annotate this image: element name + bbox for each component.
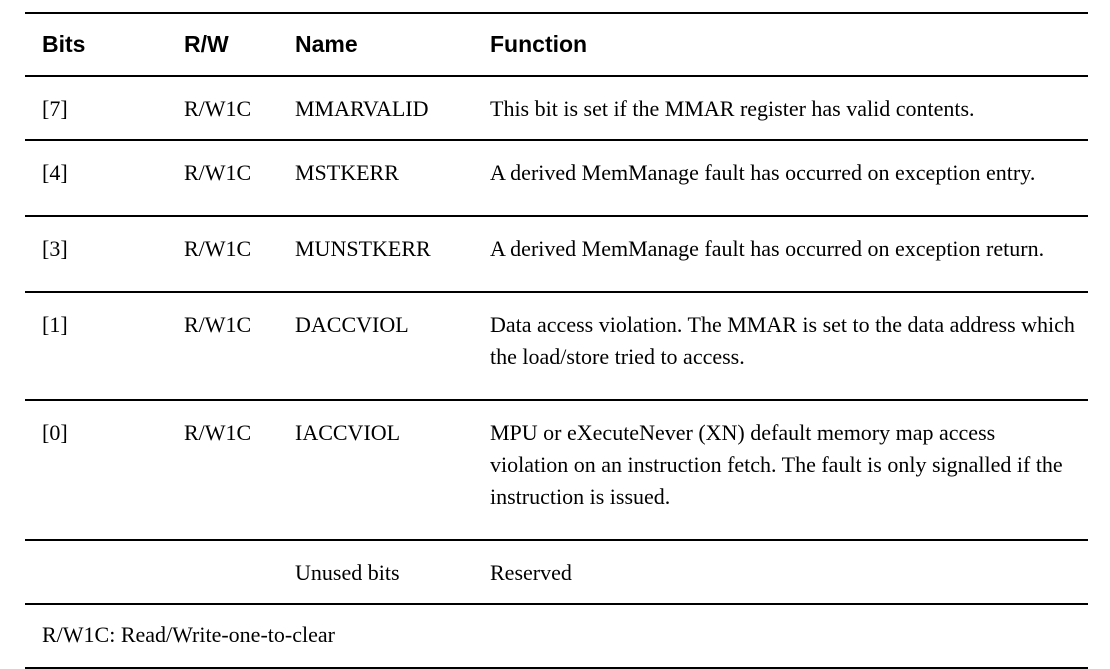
cell-function-value: Data access violation. The MMAR is set t… bbox=[490, 312, 1075, 369]
cell-function: MPU or eXecuteNever (XN) default memory … bbox=[473, 400, 1088, 541]
cell-bits-value: [0] bbox=[42, 420, 68, 445]
cell-name: MUNSTKERR bbox=[278, 216, 473, 293]
column-header-function-label: Function bbox=[490, 31, 588, 57]
cell-bits-value: [7] bbox=[42, 96, 68, 121]
cell-bits: [0] bbox=[25, 400, 167, 541]
cell-name: IACCVIOL bbox=[278, 400, 473, 541]
cell-name-value: IACCVIOL bbox=[295, 420, 401, 445]
cell-rw: R/W1C bbox=[167, 140, 278, 217]
table-row: [1] R/W1C DACCVIOL Data access violation… bbox=[25, 292, 1088, 401]
cell-name: Unused bits bbox=[278, 540, 473, 605]
cell-function-value: Reserved bbox=[490, 560, 572, 585]
cell-rw-value: R/W1C bbox=[184, 160, 252, 185]
cell-function-value: This bit is set if the MMAR register has… bbox=[490, 96, 975, 121]
cell-bits-value: [1] bbox=[42, 312, 68, 337]
cell-bits-value: [3] bbox=[42, 236, 68, 261]
cell-rw-value: R/W1C bbox=[184, 96, 252, 121]
cell-rw-value: R/W1C bbox=[184, 236, 252, 261]
cell-rw bbox=[167, 540, 278, 605]
table-body: [7] R/W1C MMARVALID This bit is set if t… bbox=[25, 76, 1088, 605]
column-header-name-label: Name bbox=[295, 31, 358, 57]
cell-rw-value bbox=[167, 557, 278, 558]
table-row: [7] R/W1C MMARVALID This bit is set if t… bbox=[25, 76, 1088, 141]
table-row: Unused bits Reserved bbox=[25, 540, 1088, 605]
register-bit-field-table: Bits R/W Name Function [7] R/W1C MMARVAL… bbox=[25, 12, 1088, 669]
cell-name-value: MSTKERR bbox=[295, 160, 399, 185]
cell-bits: [4] bbox=[25, 140, 167, 217]
cell-name-value: MMARVALID bbox=[295, 96, 429, 121]
cell-name-value: Unused bits bbox=[295, 560, 400, 585]
cell-function: This bit is set if the MMAR register has… bbox=[473, 76, 1088, 141]
cell-rw: R/W1C bbox=[167, 216, 278, 293]
column-header-bits-label: Bits bbox=[42, 31, 86, 57]
cell-function: A derived MemManage fault has occurred o… bbox=[473, 216, 1088, 293]
cell-function: Data access violation. The MMAR is set t… bbox=[473, 292, 1088, 401]
cell-rw: R/W1C bbox=[167, 400, 278, 541]
cell-bits: [3] bbox=[25, 216, 167, 293]
table-header: Bits R/W Name Function bbox=[25, 12, 1088, 77]
column-header-name: Name bbox=[278, 12, 473, 77]
cell-rw-value: R/W1C bbox=[184, 312, 252, 337]
cell-function: Reserved bbox=[473, 540, 1088, 605]
cell-name-value: DACCVIOL bbox=[295, 312, 409, 337]
table-row: [3] R/W1C MUNSTKERR A derived MemManage … bbox=[25, 216, 1088, 293]
cell-function-value: A derived MemManage fault has occurred o… bbox=[490, 236, 1045, 261]
table-row: [4] R/W1C MSTKERR A derived MemManage fa… bbox=[25, 140, 1088, 217]
column-header-rw-label: R/W bbox=[184, 31, 229, 57]
cell-bits bbox=[25, 540, 167, 605]
cell-rw-value: R/W1C bbox=[184, 420, 252, 445]
register-bit-field-table-container: Bits R/W Name Function [7] R/W1C MMARVAL… bbox=[25, 12, 1088, 669]
footnote-text: R/W1C: Read/Write-one-to-clear bbox=[42, 622, 335, 647]
column-header-bits: Bits bbox=[25, 12, 167, 77]
table-row: [0] R/W1C IACCVIOL MPU or eXecuteNever (… bbox=[25, 400, 1088, 541]
cell-bits-value: [4] bbox=[42, 160, 68, 185]
cell-function-value: MPU or eXecuteNever (XN) default memory … bbox=[490, 420, 1063, 509]
cell-name: MMARVALID bbox=[278, 76, 473, 141]
column-header-function: Function bbox=[473, 12, 1088, 77]
cell-name: DACCVIOL bbox=[278, 292, 473, 401]
cell-function-value: A derived MemManage fault has occurred o… bbox=[490, 160, 1036, 185]
cell-name-value: MUNSTKERR bbox=[295, 236, 431, 261]
cell-bits: [7] bbox=[25, 76, 167, 141]
column-header-rw: R/W bbox=[167, 12, 278, 77]
cell-name: MSTKERR bbox=[278, 140, 473, 217]
cell-bits-value bbox=[25, 557, 167, 558]
cell-function: A derived MemManage fault has occurred o… bbox=[473, 140, 1088, 217]
table-header-row: Bits R/W Name Function bbox=[25, 12, 1088, 77]
cell-bits: [1] bbox=[25, 292, 167, 401]
cell-rw: R/W1C bbox=[167, 292, 278, 401]
cell-rw: R/W1C bbox=[167, 76, 278, 141]
